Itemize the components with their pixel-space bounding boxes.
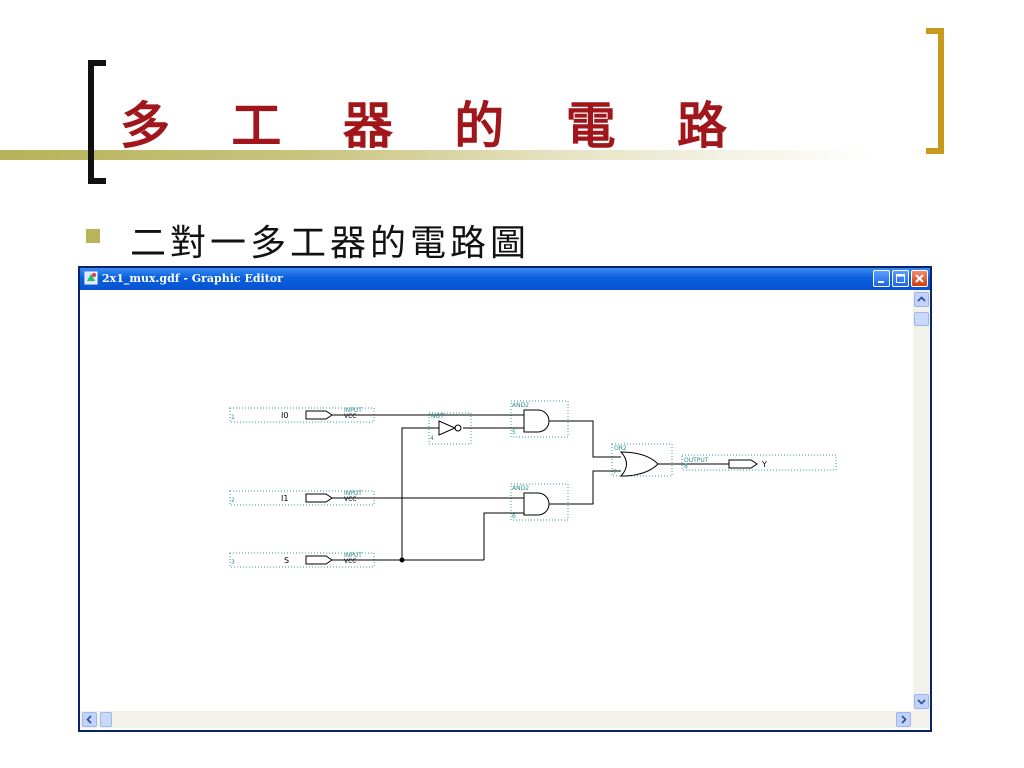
and-gate-1-box	[510, 400, 569, 438]
input-i1-vcc: VCC	[344, 496, 356, 503]
window-title: 2x1_mux.gdf - Graphic Editor	[102, 272, 283, 285]
left-bracket-decoration	[88, 60, 106, 184]
or-gate-label: OR2	[614, 445, 627, 452]
and-gate-2-label: AND2	[512, 485, 529, 492]
chevron-left-icon	[86, 715, 92, 724]
resize-grip-icon[interactable]	[913, 711, 930, 728]
maximize-icon	[896, 274, 905, 283]
and-gate-2-pin: 6	[512, 513, 516, 520]
bullet-text: 二對一多工器的電路圖	[130, 223, 531, 264]
scroll-right-button[interactable]	[896, 712, 911, 727]
maximize-button[interactable]	[892, 270, 909, 287]
right-bracket-decoration	[926, 28, 944, 154]
scroll-left-button[interactable]	[82, 712, 97, 727]
pin-number-2: 2	[231, 497, 235, 504]
title-underline-bar	[0, 150, 1024, 160]
circuit-schematic: 1 2 3 INPUT INPUT INPUT NOT 4 AND2 5 AND…	[229, 400, 837, 568]
input-i0-vcc: VCC	[344, 413, 356, 420]
input-i1-name: I1	[281, 494, 288, 503]
input-s-vcc: VCC	[344, 558, 356, 565]
app-icon	[84, 271, 98, 285]
output-box	[681, 454, 837, 471]
not-gate-pin: 4	[430, 435, 434, 442]
input-s-type: INPUT	[344, 552, 362, 559]
close-button[interactable]	[911, 270, 928, 287]
horizontal-scrollbar[interactable]	[80, 711, 913, 728]
or-gate-box	[611, 443, 673, 477]
schematic-canvas[interactable]: 1 2 3 INPUT INPUT INPUT NOT 4 AND2 5 AND…	[80, 290, 913, 711]
horizontal-scroll-thumb[interactable]	[100, 712, 112, 727]
input-i1-type: INPUT	[344, 490, 362, 497]
output-type: OUTPUT	[684, 457, 709, 464]
scroll-down-button[interactable]	[914, 694, 929, 709]
close-icon	[915, 274, 924, 283]
window-titlebar[interactable]: 2x1_mux.gdf - Graphic Editor	[80, 268, 930, 290]
chevron-right-icon	[901, 715, 907, 724]
pin-number-1: 1	[231, 414, 235, 421]
scroll-up-button[interactable]	[914, 292, 929, 307]
output-name: Y	[761, 460, 767, 469]
input-i0-type: INPUT	[344, 407, 362, 414]
or-gate-pin: 7	[613, 469, 617, 476]
output-pin: 8	[684, 463, 688, 470]
not-gate-label: NOT	[431, 413, 444, 420]
vertical-scroll-thumb[interactable]	[914, 312, 929, 326]
and-gate-1-label: AND2	[512, 402, 529, 409]
input-i0-name: I0	[281, 411, 288, 420]
vertical-scrollbar[interactable]	[913, 290, 930, 711]
graphic-editor-window: 2x1_mux.gdf - Graphic Editor	[78, 266, 932, 732]
chevron-down-icon	[917, 699, 926, 705]
and-gate-1-pin: 5	[512, 429, 516, 436]
and-gate-2-box	[510, 483, 569, 521]
input-s-name: S	[284, 556, 289, 565]
bullet-square-icon	[86, 229, 100, 243]
minimize-button[interactable]	[873, 270, 890, 287]
minimize-icon	[878, 281, 884, 283]
pin-number-3: 3	[231, 559, 235, 566]
slide-title: 多 工 器 的 電 路	[120, 96, 750, 155]
chevron-up-icon	[917, 296, 926, 302]
